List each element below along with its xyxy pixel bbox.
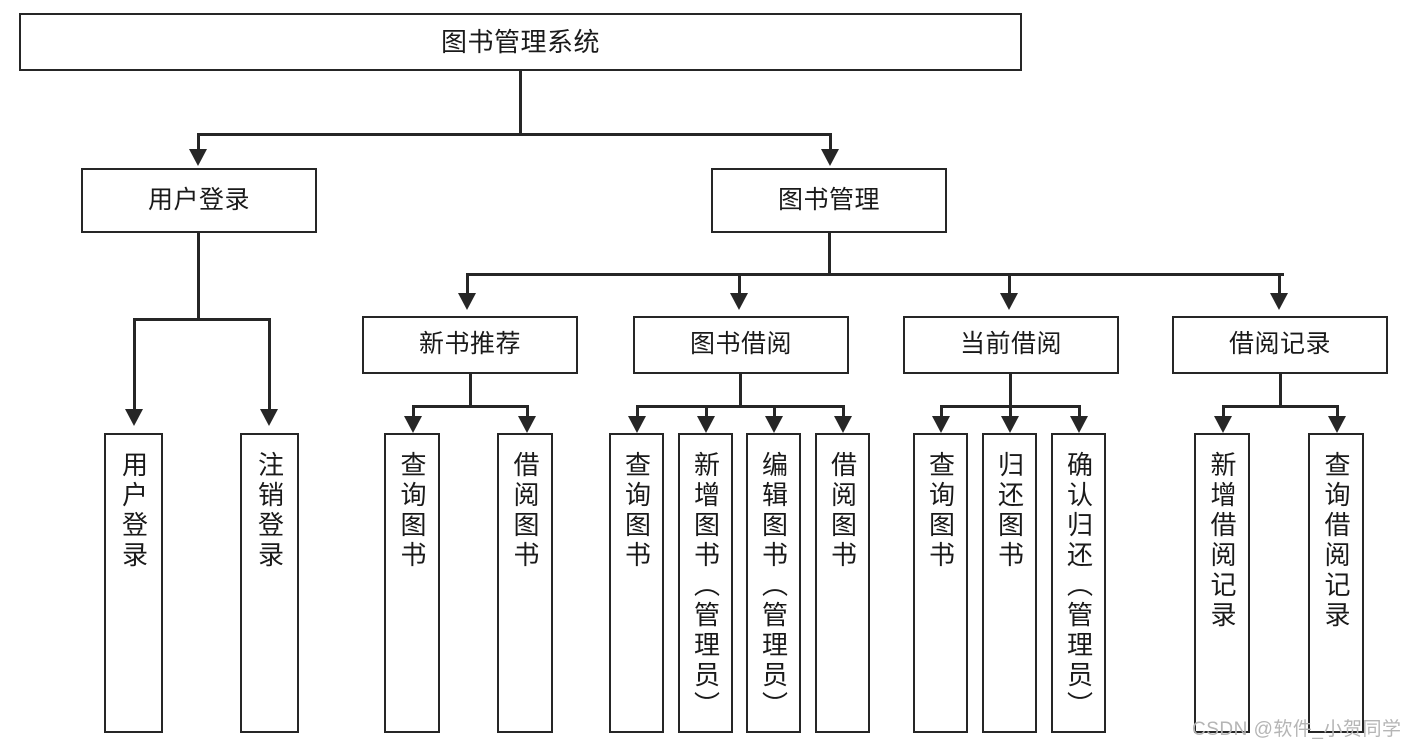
node-label: 用户登录 [147,185,250,214]
leaf-query-book-recommend[interactable]: 查询图书 [384,433,440,733]
node-label: 归还图书 [994,451,1025,571]
connector-new-book-bus [413,405,528,408]
connector-book-borrow-drop-1 [636,405,639,418]
connector-root-drop-2 [829,133,832,151]
connector-new-book-drop-1 [412,405,415,418]
connector-user-login-bus [134,318,270,321]
connector-borrow-record-drop-2 [1336,405,1339,418]
connector-borrow-record-stem [1279,374,1282,405]
node-new-book-recommend[interactable]: 新书推荐 [362,316,578,374]
node-label: 查询图书 [621,451,652,571]
connector-user-login-drop-2 [268,318,271,411]
connector-root-stem [519,71,522,133]
leaf-edit-book-admin[interactable]: 编辑图书（管理员） [746,433,801,733]
leaf-query-borrow-record[interactable]: 查询借阅记录 [1308,433,1364,733]
leaf-add-borrow-record[interactable]: 新增借阅记录 [1194,433,1250,733]
leaf-query-book-borrow[interactable]: 查询图书 [609,433,664,733]
arrow-book-borrow-leaf-1 [628,416,646,433]
node-current-borrow[interactable]: 当前借阅 [903,316,1119,374]
leaf-borrow-book-recommend[interactable]: 借阅图书 [497,433,553,733]
arrow-user-login-leaf-2 [260,409,278,426]
arrow-book-borrow-leaf-4 [834,416,852,433]
node-label: 用户登录 [118,451,149,571]
node-user-login[interactable]: 用户登录 [81,168,317,233]
connector-borrow-record-bus [1223,405,1338,408]
leaf-return-book[interactable]: 归还图书 [982,433,1037,733]
connector-level3-drop-1 [466,273,469,295]
connector-book-borrow-drop-4 [842,405,845,418]
connector-root-bus [198,133,832,136]
node-book-management[interactable]: 图书管理 [711,168,947,233]
arrow-root-to-user-login [189,149,207,166]
connector-level3-drop-4 [1278,273,1281,295]
node-label: 借阅图书 [827,451,858,571]
arrow-current-borrow-leaf-3 [1070,416,1088,433]
connector-borrow-record-drop-1 [1222,405,1225,418]
connector-level3-drop-2 [738,273,741,295]
connector-book-borrow-stem [739,374,742,405]
arrow-to-book-borrow [730,293,748,310]
csdn-watermark: CSDN @软件_小贺同学 [1192,719,1402,740]
arrow-to-new-book-recommend [458,293,476,310]
node-label: 借阅图书 [510,451,540,571]
node-label: 图书管理系统 [440,26,600,57]
connector-book-borrow-bus [637,405,845,408]
connector-current-borrow-drop-3 [1078,405,1081,418]
node-label: 借阅记录 [1228,330,1331,359]
leaf-query-book-current[interactable]: 查询图书 [913,433,968,733]
connector-current-borrow-drop-1 [940,405,943,418]
arrow-current-borrow-leaf-1 [932,416,950,433]
arrow-current-borrow-leaf-2 [1001,416,1019,433]
arrow-book-borrow-leaf-3 [765,416,783,433]
node-book-borrow[interactable]: 图书借阅 [633,316,849,374]
leaf-user-login[interactable]: 用户登录 [104,433,163,733]
connector-level3-drop-3 [1008,273,1011,295]
leaf-add-book-admin[interactable]: 新增图书（管理员） [678,433,733,733]
connector-book-management-stem [828,233,831,273]
node-label: 确认归还（管理员） [1063,451,1094,721]
arrow-root-to-book-management [821,149,839,166]
node-label: 查询图书 [397,451,427,571]
node-root-book-management-system[interactable]: 图书管理系统 [19,13,1022,71]
node-label: 图书管理 [777,185,880,214]
connector-user-login-stem [197,233,200,318]
arrow-user-login-leaf-1 [125,409,143,426]
arrow-borrow-record-leaf-1 [1214,416,1232,433]
arrow-new-book-leaf-2 [518,416,536,433]
node-label: 编辑图书（管理员） [758,451,789,721]
node-label: 当前借阅 [959,330,1062,359]
connector-book-borrow-drop-3 [773,405,776,418]
leaf-confirm-return-admin[interactable]: 确认归还（管理员） [1051,433,1106,733]
connector-new-book-drop-2 [526,405,529,418]
connector-book-borrow-drop-2 [705,405,708,418]
connector-current-borrow-stem [1009,374,1012,405]
node-label: 新增图书（管理员） [690,451,721,721]
arrow-new-book-leaf-1 [404,416,422,433]
node-label: 查询借阅记录 [1321,451,1351,631]
arrow-book-borrow-leaf-2 [697,416,715,433]
arrow-to-borrow-record [1270,293,1288,310]
node-label: 查询图书 [925,451,956,571]
node-borrow-record[interactable]: 借阅记录 [1172,316,1388,374]
connector-user-login-drop-1 [133,318,136,411]
node-label: 图书借阅 [689,330,792,359]
connector-level3-bus [467,273,1284,276]
node-label: 注销登录 [254,451,285,571]
leaf-logout[interactable]: 注销登录 [240,433,299,733]
node-label: 新增借阅记录 [1207,451,1237,631]
leaf-borrow-book[interactable]: 借阅图书 [815,433,870,733]
connector-current-borrow-drop-2 [1009,405,1012,418]
arrow-to-current-borrow [1000,293,1018,310]
node-label: 新书推荐 [418,330,521,359]
arrow-borrow-record-leaf-2 [1328,416,1346,433]
connector-new-book-stem [469,374,472,405]
connector-root-drop-1 [197,133,200,151]
